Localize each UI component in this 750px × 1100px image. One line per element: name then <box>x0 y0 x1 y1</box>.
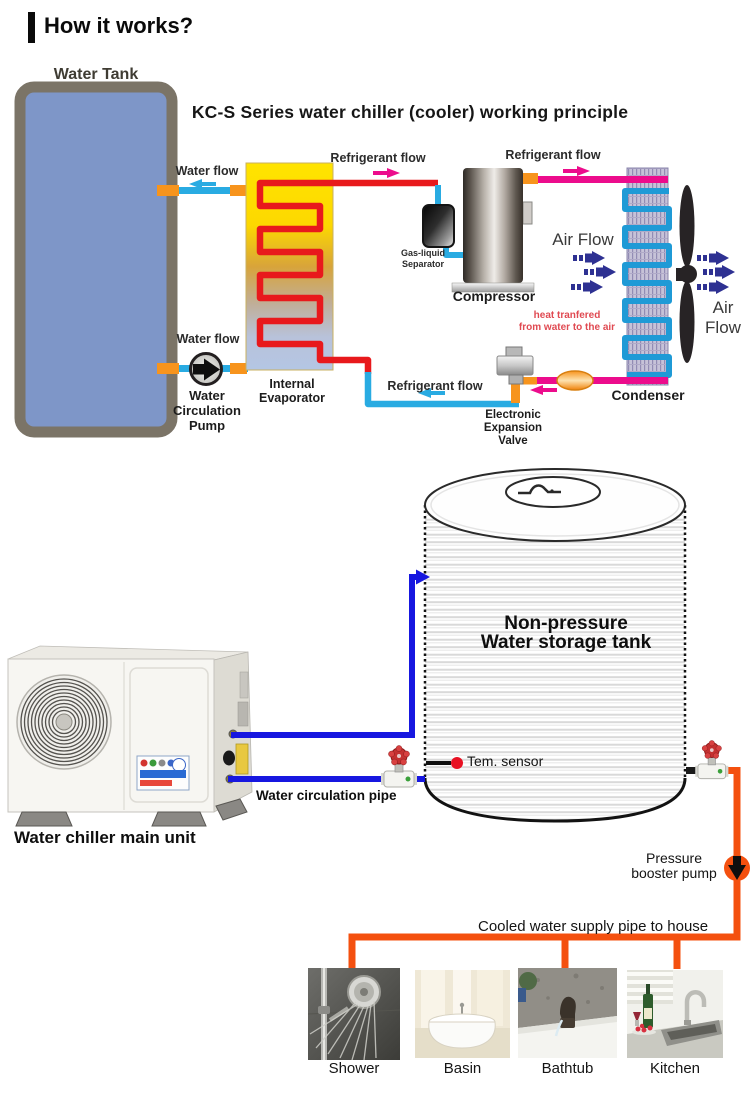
water-tank <box>14 81 178 438</box>
kitchen-photo <box>627 970 723 1058</box>
circulation-pipe-label: Water circulation pipe <box>256 788 397 803</box>
sensor-dot-icon <box>451 757 463 769</box>
bathtub-label: Bathtub <box>541 1060 594 1077</box>
storage-tank-label: Non-pressure Water storage tank <box>480 613 652 653</box>
circulation-pump-label: Water Circulation Pump <box>173 388 241 433</box>
principle-diagram <box>14 81 735 438</box>
valve-icon <box>381 745 417 788</box>
basin-label: Basin <box>443 1060 482 1077</box>
valve-icon <box>695 740 729 780</box>
compressor-outlet <box>523 173 538 184</box>
heat-transfer-note: heat tranfered from water to the air <box>518 310 616 333</box>
expansion-valve-label: Electronic Expansion Valve <box>483 409 543 448</box>
basin-photo <box>415 970 510 1058</box>
water-flow-bottom-label: Water flow <box>176 332 240 346</box>
gas-liquid-separator <box>422 204 455 248</box>
kitchen-label: Kitchen <box>649 1060 701 1077</box>
tank-lid <box>505 476 601 508</box>
water-tank-label: Water Tank <box>53 66 139 83</box>
water-chiller-unit <box>7 645 253 827</box>
refrigerant-flow-label-2: Refrigerant flow <box>505 148 601 162</box>
hot-refrigerant-coil <box>256 179 438 374</box>
gas-liquid-separator-label: Gas-liquid Separator <box>400 248 445 269</box>
fan-icon <box>676 185 697 363</box>
supply-pipe <box>348 767 741 969</box>
diagram-heading: KC-S Series water chiller (cooler) worki… <box>191 102 629 122</box>
air-flow-left-label: Air Flow <box>552 230 614 249</box>
shower-photo <box>308 968 400 1060</box>
booster-pump <box>724 855 750 881</box>
temperature-sensor <box>426 757 463 769</box>
hot-gas-pipes <box>536 176 668 384</box>
internal-evaporator-label: Internal Evaporator <box>259 377 325 405</box>
filter-drier <box>556 370 594 391</box>
storage-tank <box>423 468 687 823</box>
bathtub-photo <box>518 968 617 1058</box>
chiller-unit-label: Water chiller main unit <box>14 828 196 847</box>
circulation-pump <box>189 352 223 386</box>
pipe-arrow-icon <box>416 569 430 585</box>
condenser-label: Condenser <box>611 387 685 403</box>
page-title: How it works? <box>44 13 194 38</box>
cool-refrigerant-pipes <box>364 185 519 408</box>
refrigerant-flow-label-1: Refrigerant flow <box>330 151 426 165</box>
shower-label: Shower <box>328 1060 380 1077</box>
brand-sticker <box>136 755 190 791</box>
unit-feet <box>15 798 248 827</box>
fan-grille-icon <box>16 674 112 770</box>
refrigerant-flow-label-3: Refrigerant flow <box>387 379 483 393</box>
compressor <box>451 168 535 293</box>
compressor-label: Compressor <box>452 288 536 304</box>
expansion-valve <box>496 346 537 403</box>
tem-sensor-label: Tem. sensor <box>467 753 544 769</box>
title-accent-bar <box>28 12 35 43</box>
condenser <box>622 167 672 386</box>
water-flow-top-label: Water flow <box>175 164 239 178</box>
booster-pump-label: Pressure booster pump <box>631 850 717 882</box>
installation-diagram <box>7 468 750 969</box>
pump-flow-arrow-icon <box>193 358 220 381</box>
supply-pipe-label: Cooled water supply pipe to house <box>478 918 709 935</box>
air-flow-right-label: Air Flow <box>705 298 741 337</box>
pump-down-arrow-icon <box>728 856 746 880</box>
